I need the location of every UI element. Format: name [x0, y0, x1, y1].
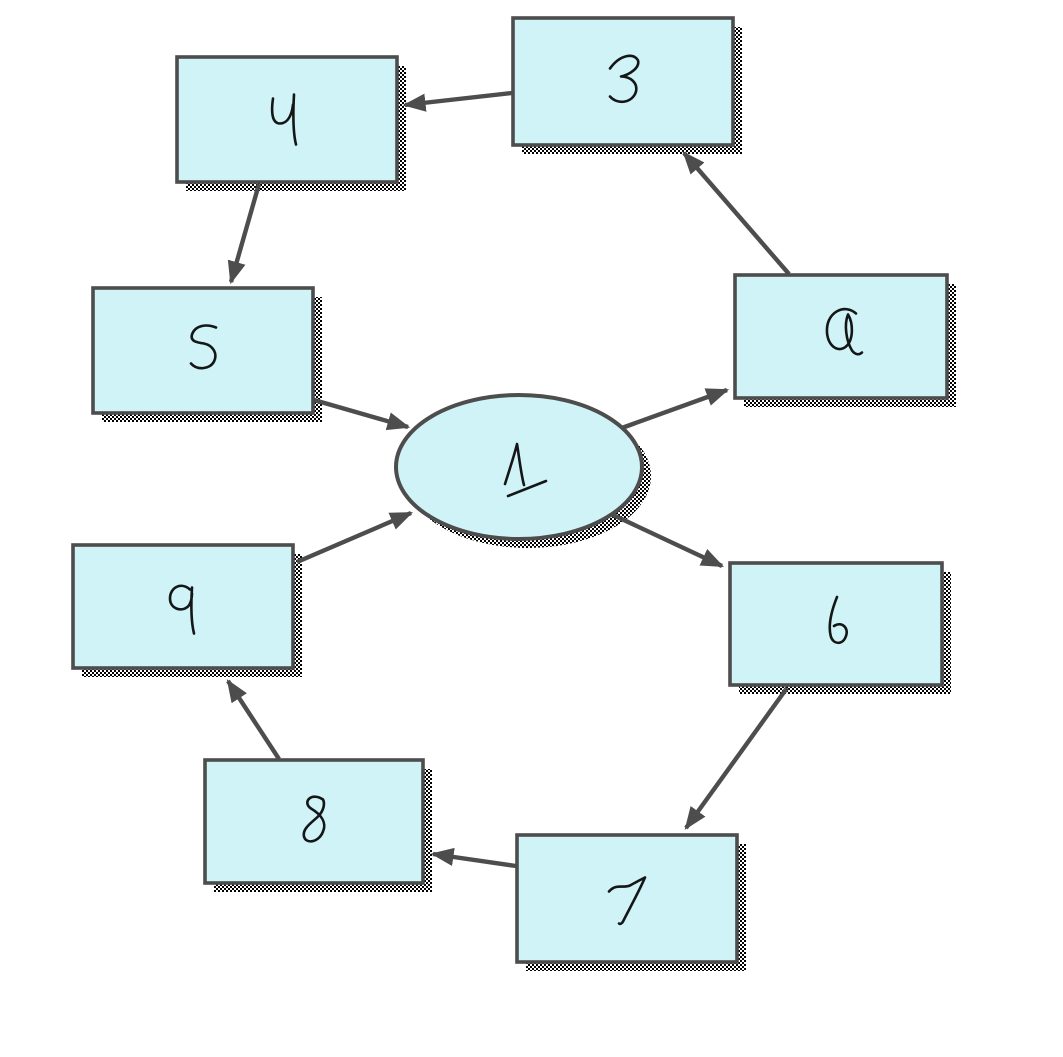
edge-5-1-line — [313, 397, 411, 431]
edge-2-3: 2 → 3 — [682, 151, 791, 276]
node-3-box — [511, 16, 735, 147]
node-2-label — [825, 307, 864, 356]
node-2-box — [733, 273, 949, 400]
node-1-ellipse — [394, 393, 644, 541]
node-7-label — [607, 876, 647, 926]
edge-2-3-line — [682, 151, 791, 276]
node-3: 3 — [511, 16, 735, 147]
edge-6-7-line — [684, 686, 789, 830]
edge-6-7: 6 → 7 — [684, 686, 789, 830]
node-5-box — [91, 286, 315, 415]
edge-8-9: 8 → 9 — [226, 679, 281, 761]
node-2: 2 — [733, 273, 949, 400]
node-8-label — [302, 795, 326, 843]
node-layer: 123456789 — [71, 16, 949, 964]
node-3-label — [608, 54, 640, 104]
node-9-label — [168, 584, 196, 635]
edge-7-8-line — [430, 847, 517, 869]
edge-5-1: 5 → 1 — [313, 397, 411, 431]
label-layer — [168, 54, 864, 926]
edge-1-6: 1 → 6 — [610, 512, 725, 568]
edge-9-1-line — [296, 510, 414, 565]
edge-1-2: 1 → 2 — [618, 387, 730, 432]
node-7: 7 — [515, 833, 739, 964]
node-6-label — [828, 595, 848, 645]
edge-4-5: 4 → 5 — [227, 183, 262, 285]
node-5-label — [189, 324, 218, 370]
edge-9-1: 9 → 1 — [296, 510, 414, 565]
edge-1-2-line — [618, 387, 730, 432]
edge-4-5-line — [227, 183, 262, 285]
node-1: 1 — [394, 393, 644, 541]
node-9-box — [71, 543, 295, 670]
edge-1-6-line — [610, 512, 725, 568]
edge-3-4-line — [402, 90, 513, 112]
node-4-label — [270, 93, 298, 146]
node-5: 5 — [91, 286, 315, 415]
edge-3-4: 3 → 4 — [402, 90, 513, 112]
node-7-box — [515, 833, 739, 964]
edge-7-8: 7 → 8 — [430, 847, 517, 869]
node-1-label — [503, 442, 548, 498]
edge-8-9-line — [226, 679, 281, 761]
node-9: 9 — [71, 543, 295, 670]
edge-layer: 1 → 2 2 → 3 3 → 4 4 → 5 5 → 1 1 → 6 6 → 7 7 → 8… — [226, 90, 791, 869]
